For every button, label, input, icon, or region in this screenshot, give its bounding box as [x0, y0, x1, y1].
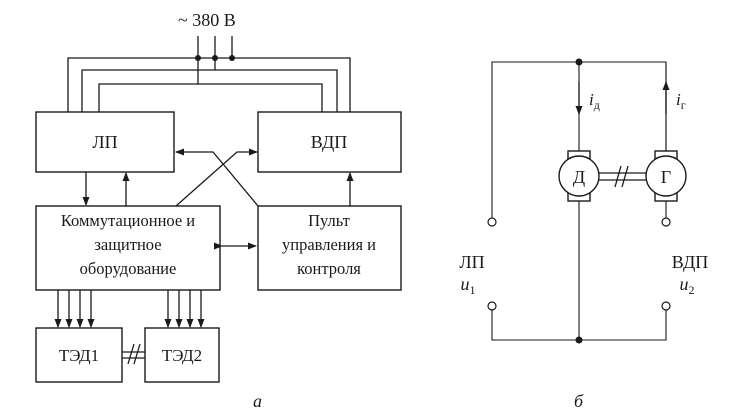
- ted1-label: ТЭД1: [59, 346, 99, 365]
- ted2-label: ТЭД2: [162, 346, 202, 365]
- vdp-block-label: ВДП: [311, 132, 348, 152]
- generator-g: Г: [645, 150, 687, 202]
- vdp-side-label: ВДП: [672, 252, 709, 272]
- generator-label: Г: [661, 167, 671, 187]
- lp-block-label: ЛП: [92, 132, 117, 152]
- supply-wires: [67, 57, 351, 112]
- ted1-block: ТЭД1: [35, 327, 123, 383]
- caption-b: б: [574, 391, 584, 411]
- panel-label-line2: управления и: [282, 235, 376, 254]
- diagram-b-circuit: iд iг Д Г ЛП u1 ВДП u2 б: [459, 58, 709, 411]
- ted2-block: ТЭД2: [144, 327, 220, 383]
- motor-current-label: iд: [589, 90, 600, 112]
- lp-top-terminal: [487, 217, 497, 227]
- panel-to-lp-arrow: [175, 148, 259, 207]
- motor-d: Д: [558, 150, 600, 202]
- control-panel-block: Пульт управления и контроля: [257, 205, 402, 291]
- supply-voltage-label: ~ 380 В: [178, 10, 236, 30]
- lp-side-label: ЛП: [459, 252, 484, 272]
- lp-block: ЛП: [35, 111, 175, 173]
- lp-bottom-terminal: [487, 301, 497, 311]
- supply-terminals: [195, 36, 235, 61]
- panel-label-line1: Пульт: [308, 211, 350, 230]
- generator-current-label: iг: [676, 90, 686, 112]
- motor-label: Д: [573, 167, 585, 187]
- vdp-bottom-terminal: [661, 301, 671, 311]
- panel-label-line3: контроля: [297, 259, 361, 278]
- vdp-top-terminal: [661, 217, 671, 227]
- vdp-voltage-label: u2: [680, 274, 695, 297]
- to-vdp-arrow: [175, 148, 258, 207]
- commutation-label-line1: Коммутационное и: [61, 211, 195, 230]
- commutation-label-line2: защитное: [94, 235, 161, 254]
- commutation-to-ted1-arrows: [54, 290, 95, 328]
- diagram-a-block-scheme: ~ 380 В ЛП: [35, 10, 402, 411]
- ted-mechanical-coupling: [122, 343, 145, 365]
- caption-a: а: [253, 391, 262, 411]
- lp-voltage-label: u1: [461, 274, 476, 297]
- shaft-coupling: [599, 165, 646, 188]
- vdp-block: ВДП: [257, 111, 402, 173]
- commutation-label-line3: оборудование: [80, 259, 177, 278]
- commutation-to-ted2-arrows: [164, 290, 205, 328]
- commutation-block: Коммутационное и защитное оборудование: [35, 205, 221, 291]
